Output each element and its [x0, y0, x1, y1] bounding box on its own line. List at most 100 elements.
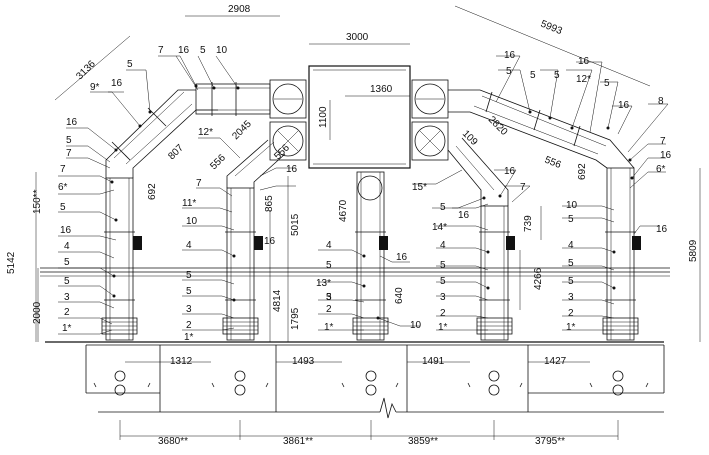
- foundation: [45, 341, 665, 419]
- column-4: [476, 205, 515, 341]
- callout: 3: [64, 292, 70, 303]
- callout: 16: [396, 252, 408, 263]
- callout: 5: [326, 292, 332, 303]
- dim-692-right: 692: [577, 163, 588, 180]
- dim-3136: 3136: [74, 58, 98, 82]
- dim-5993: 5993: [539, 19, 564, 38]
- callout: 2: [568, 308, 574, 319]
- callout: 3: [440, 292, 446, 303]
- callout: 16: [264, 236, 276, 247]
- callout: 4: [64, 241, 70, 252]
- callout: 16: [458, 210, 470, 221]
- dim-1427: 1427: [544, 356, 567, 367]
- callout: 5: [66, 135, 72, 146]
- callout: 5: [64, 257, 70, 268]
- dim-2045: 2045: [230, 118, 254, 142]
- callout: 8: [658, 96, 664, 107]
- callout: 5: [127, 59, 133, 70]
- dim-3680: 3680**: [158, 436, 188, 447]
- dim-3000: 3000: [346, 32, 369, 43]
- callout: 4: [568, 240, 574, 251]
- pipe-rack: [40, 267, 670, 277]
- dim-2820: 2820: [486, 114, 510, 138]
- callout: 2: [326, 304, 332, 315]
- callout: 12*: [576, 74, 591, 85]
- dim-2000: 2000: [32, 301, 43, 324]
- callout: 13*: [316, 278, 331, 289]
- dim-3795: 3795**: [535, 436, 565, 447]
- callout: 5: [64, 276, 70, 287]
- dim-1491: 1491: [422, 356, 445, 367]
- callout: 6*: [656, 164, 666, 175]
- duct-fourth-diagonal: [447, 137, 509, 206]
- callout: 5: [440, 202, 446, 213]
- callout: 11*: [182, 198, 196, 209]
- callout: 16: [656, 224, 668, 235]
- callout: 6*: [58, 182, 68, 193]
- callout: 7: [60, 164, 66, 175]
- dim-1493: 1493: [292, 356, 315, 367]
- callout: 2: [186, 320, 192, 331]
- dim-1100: 1100: [318, 106, 329, 128]
- callout: 9*: [90, 82, 100, 93]
- callout: 5: [186, 286, 192, 297]
- callout: 10: [186, 216, 198, 227]
- dim-3859: 3859**: [408, 436, 438, 447]
- dim-556-left: 556: [208, 152, 228, 172]
- dim-4670: 4670: [338, 199, 349, 222]
- callout: 4: [326, 240, 332, 251]
- dim-5015: 5015: [290, 213, 301, 236]
- callout: 5: [440, 260, 446, 271]
- node-markers: [110, 84, 634, 320]
- dim-5809: 5809: [688, 239, 699, 262]
- callout: 7: [196, 178, 202, 189]
- dim-2908: 2908: [228, 4, 251, 15]
- callout: 14*: [432, 222, 447, 233]
- dim-4814: 4814: [272, 289, 283, 312]
- callout: 3: [186, 304, 192, 315]
- duct-right-diagonal: [448, 89, 635, 169]
- dim-109: 109: [460, 128, 480, 148]
- callout: 16: [66, 117, 78, 128]
- duct-second-diagonal: [226, 139, 286, 188]
- column-5: [602, 167, 641, 341]
- callout: 16: [578, 56, 590, 67]
- callout: 7: [660, 136, 666, 147]
- callout: 15*: [412, 182, 427, 193]
- callout: 12*: [198, 127, 213, 138]
- callout: 16: [618, 100, 630, 111]
- column-3: [352, 171, 389, 341]
- callout: 7: [158, 45, 164, 56]
- callout: 16: [504, 50, 516, 61]
- callout: 5: [200, 45, 206, 56]
- callout: 4: [440, 240, 446, 251]
- dim-640: 640: [394, 287, 405, 304]
- callout: 5: [568, 276, 574, 287]
- dim-1312: 1312: [170, 356, 193, 367]
- callout: 5: [604, 78, 610, 89]
- callout: 1*: [566, 322, 576, 333]
- callout: 10: [566, 200, 578, 211]
- callout: 10: [410, 320, 422, 331]
- dim-556-right: 556: [543, 155, 563, 172]
- dim-692-left: 692: [147, 183, 158, 200]
- dim-5142: 5142: [6, 251, 17, 274]
- dim-3861: 3861**: [283, 436, 313, 447]
- fan-box: [269, 65, 449, 169]
- leader-lines: [58, 55, 669, 335]
- callout: 5: [326, 260, 332, 271]
- callout: 1*: [184, 332, 194, 343]
- callout: 16: [178, 45, 190, 56]
- callout: 4: [186, 240, 192, 251]
- callout: 3: [568, 292, 574, 303]
- dim-865: 865: [264, 195, 275, 212]
- callout: 5: [530, 70, 536, 81]
- dim-1795: 1795: [290, 307, 301, 330]
- callout: 5: [186, 270, 192, 281]
- dim-807: 807: [166, 142, 186, 162]
- column-2: [222, 187, 263, 341]
- callout-3-center: 3: [326, 292, 332, 303]
- anchor-bolt: [114, 370, 624, 396]
